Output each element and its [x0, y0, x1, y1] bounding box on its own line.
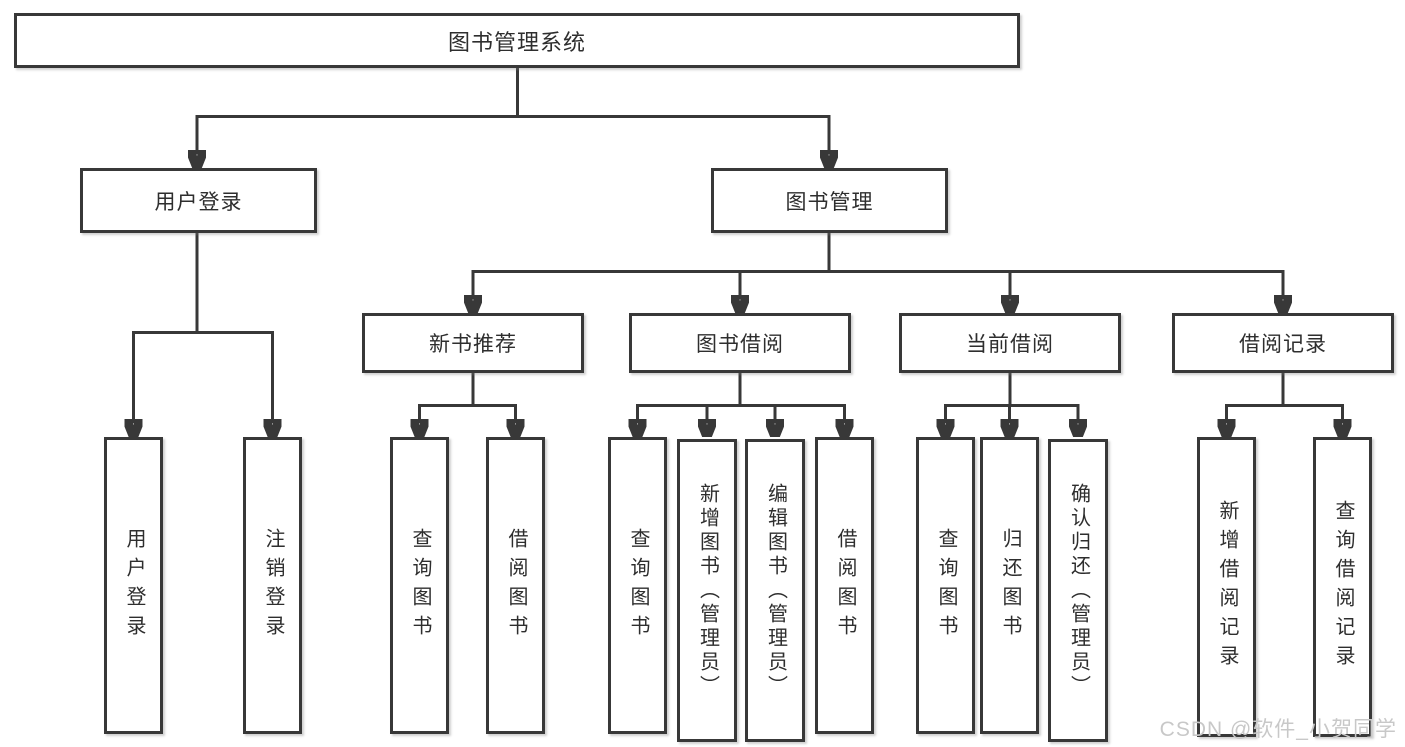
leaf-query-books-2-label: 查询图书	[627, 527, 649, 644]
leaf-confirm-return-admin-label: 确认归还（管理员）	[1067, 482, 1090, 699]
leaf-borrow-books-1-label: 借阅图书	[505, 527, 527, 644]
leaf-query-books-1-label: 查询图书	[409, 527, 431, 644]
node-book-management-label: 图书管理	[785, 190, 874, 214]
node-user-login: 用户登录	[80, 168, 317, 233]
leaf-return-book: 归还图书	[980, 437, 1039, 734]
node-library-system: 图书管理系统	[14, 13, 1020, 68]
leaf-borrow-books-2: 借阅图书	[815, 437, 874, 734]
node-book-borrowing: 图书借阅	[629, 313, 851, 373]
node-current-borrowing-label: 当前借阅	[966, 333, 1054, 356]
node-new-book-recommend-label: 新书推荐	[429, 333, 517, 356]
leaf-query-books-3-label: 查询图书	[935, 527, 957, 644]
leaf-logout: 注销登录	[243, 437, 302, 734]
leaf-edit-book-admin-label: 编辑图书（管理员）	[764, 482, 787, 699]
leaf-add-book-admin-label: 新增图书（管理员）	[696, 482, 719, 699]
node-library-system-label: 图书管理系统	[447, 29, 586, 55]
node-current-borrowing: 当前借阅	[899, 313, 1121, 373]
leaf-logout-label: 注销登录	[262, 527, 284, 644]
node-book-management: 图书管理	[711, 168, 948, 233]
node-user-login-label: 用户登录	[154, 190, 243, 214]
csdn-watermark: CSDN @软件_小贺同学	[1159, 718, 1397, 741]
leaf-query-books-2: 查询图书	[608, 437, 667, 734]
node-book-borrowing-label: 图书借阅	[696, 333, 784, 356]
leaf-query-borrow-record: 查询借阅记录	[1313, 437, 1372, 737]
leaf-confirm-return-admin: 确认归还（管理员）	[1048, 439, 1108, 742]
leaf-add-borrow-record-label: 新增借阅记录	[1216, 500, 1238, 674]
leaf-edit-book-admin: 编辑图书（管理员）	[745, 439, 805, 742]
node-borrowing-records-label: 借阅记录	[1239, 333, 1327, 356]
leaf-borrow-books-2-label: 借阅图书	[834, 527, 856, 644]
leaf-query-books-3: 查询图书	[916, 437, 975, 734]
leaf-add-borrow-record: 新增借阅记录	[1197, 437, 1256, 737]
node-borrowing-records: 借阅记录	[1172, 313, 1394, 373]
leaf-add-book-admin: 新增图书（管理员）	[677, 439, 737, 742]
leaf-user-login: 用户登录	[104, 437, 163, 734]
leaf-query-borrow-record-label: 查询借阅记录	[1332, 500, 1354, 674]
leaf-user-login-label: 用户登录	[123, 527, 145, 644]
leaf-return-book-label: 归还图书	[999, 527, 1021, 644]
leaf-query-books-1: 查询图书	[390, 437, 449, 734]
leaf-borrow-books-1: 借阅图书	[486, 437, 545, 734]
node-new-book-recommend: 新书推荐	[362, 313, 584, 373]
